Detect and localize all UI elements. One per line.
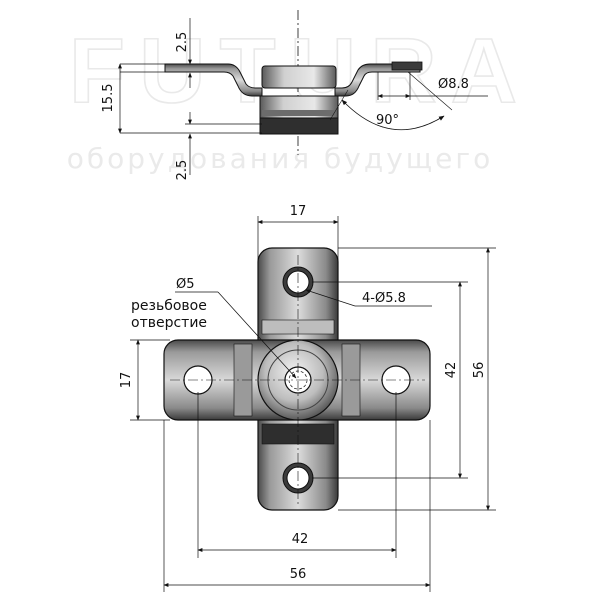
dim-overall-vertical: 56	[472, 362, 487, 379]
dim-hole-spacing-vertical: 42	[444, 362, 459, 379]
callout-leader	[217, 291, 297, 379]
side-right-tab	[391, 61, 423, 71]
dim-mount-holes: 4-Ø5.8	[362, 291, 406, 306]
callout-leader	[305, 289, 356, 307]
ext-line	[407, 71, 453, 111]
angle-arc	[341, 99, 445, 131]
dim-arm-width-left: 17	[119, 372, 134, 389]
side-view: 2.5 15.5 2.5 Ø8.8 90°	[101, 10, 488, 180]
dim-angle: 90°	[376, 113, 399, 128]
plan-view: 17 17 Ø5 резьбовое отверстие 4-Ø5.8 42 5…	[119, 204, 496, 592]
label-thread-line1: резьбовое	[131, 298, 207, 314]
dim-hole-diameter: Ø8.8	[438, 77, 469, 92]
dim-hole-spacing-horizontal: 42	[292, 532, 309, 547]
label-thread-line2: отверстие	[131, 315, 207, 331]
dim-thread-hole: Ø5	[176, 277, 195, 292]
side-stud-cap	[261, 65, 337, 89]
side-stud-band	[262, 110, 336, 116]
dim-overall-horizontal: 56	[290, 567, 307, 582]
watermark-tagline: оборудования будущего	[67, 142, 493, 175]
dim-bottom-thickness: 2.5	[175, 160, 190, 181]
dim-top-thickness: 2.5	[175, 32, 190, 53]
dim-arm-width-top: 17	[290, 204, 307, 219]
side-stud-base	[259, 117, 339, 135]
dim-height: 15.5	[101, 84, 116, 113]
ext-line	[329, 89, 349, 121]
